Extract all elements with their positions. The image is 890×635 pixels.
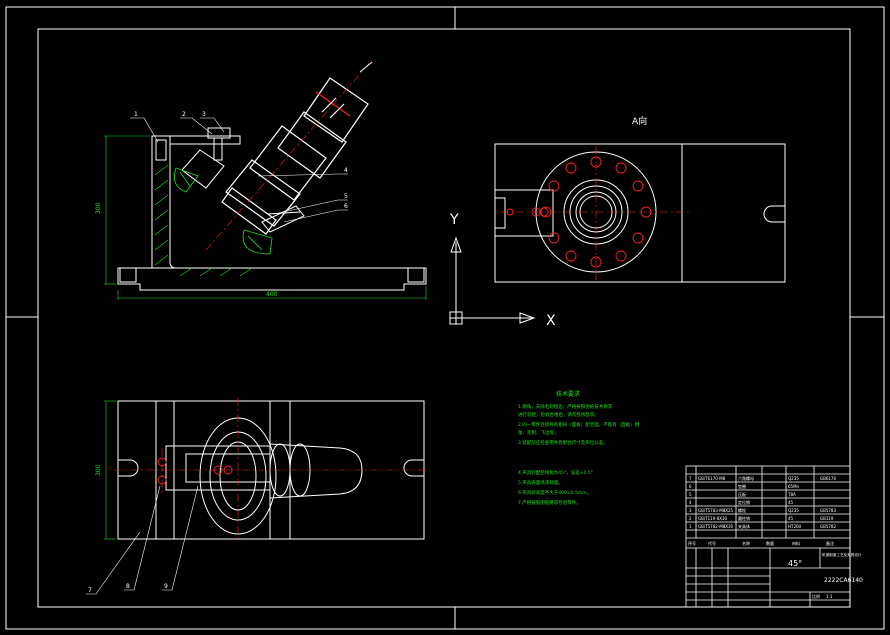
note-line-2: 进行装配，检验合格后，请勿乱拆乱装。 — [518, 411, 599, 418]
header-qty: 数量 — [766, 540, 774, 546]
part-no: 2 — [689, 516, 692, 521]
drawing-frame — [5, 6, 885, 630]
side-hatch — [154, 164, 253, 277]
top-dim-width: 300 — [95, 464, 102, 476]
balloon-7: 7 — [88, 587, 92, 594]
side-dim-height: 300 — [95, 202, 102, 214]
part-material: 45 — [788, 500, 794, 505]
side-inclined-workpiece — [221, 77, 369, 235]
parts-header-row: 序号 代号 名称 数量 材料 备注 — [688, 540, 834, 546]
a-view-centerlines — [500, 146, 690, 280]
axis-x-label: X — [546, 313, 556, 329]
header-code: 代号 — [708, 540, 716, 546]
part-no: 5 — [689, 492, 692, 497]
part-name: 螺栓 — [738, 507, 746, 513]
part-note: GB5782 — [820, 524, 836, 529]
balloon-3: 3 — [202, 111, 206, 118]
ucs-axis-icon — [449, 236, 536, 325]
parts-row: 2 GB/T119-8X30 圆柱销 45 GB119 — [689, 515, 834, 521]
part-material: 45 — [788, 516, 794, 521]
balloon-1: 1 — [134, 111, 138, 118]
balloon-2: 2 — [182, 111, 186, 118]
drawing-title: 45° — [788, 559, 802, 568]
note-line-8: 5.夹具表面喷漆处理。 — [518, 479, 563, 486]
note-line-4: 角、毛刺、飞边等。 — [518, 429, 559, 436]
title-block — [685, 465, 851, 608]
side-view: 300 400 1 2 3 4 5 6 — [95, 59, 427, 300]
note-line-1: 1.倒角，去除毛刺锐边，严格按照图纸技术要求 — [518, 403, 613, 410]
top-view-centerlines — [114, 398, 430, 542]
part-note: GB5783 — [820, 508, 836, 513]
top-view-holes — [157, 457, 233, 485]
scale-label: 比例 — [812, 593, 820, 599]
part-no: 4 — [689, 500, 692, 505]
side-clamp — [181, 127, 305, 233]
header-note: 备注 — [826, 540, 834, 546]
part-material: Q235 — [788, 508, 799, 513]
header-material: 材料 — [792, 540, 800, 546]
part-name: 夹具体 — [738, 523, 750, 529]
balloon-9: 9 — [164, 583, 168, 590]
parts-row: 5 压板 T8A — [689, 491, 796, 497]
balloon-5: 5 — [344, 193, 348, 200]
part-code: GB/T5782-M8X30 — [698, 524, 734, 529]
side-dim-width: 400 — [266, 291, 278, 298]
note-line-3: 2.同一零件连接件有相同（面板）配合面，不能有（面板）倒 — [518, 421, 640, 428]
technical-notes: 技术要求 1.倒角，去除毛刺锐边，严格按照图纸技术要求 进行装配，检验合格后，请… — [518, 390, 640, 506]
drawing-code: 2222CA6140 — [824, 577, 863, 584]
part-no: 6 — [689, 484, 692, 489]
part-no: 7 — [689, 476, 692, 481]
part-material: 65Mn — [788, 484, 800, 489]
side-centerlines — [205, 59, 373, 251]
top-view: 300 7 8 9 — [86, 398, 430, 595]
parts-row: 1 GB/T5782-M8X30 夹具体 HT200 GB5782 — [689, 523, 836, 529]
part-code: GB/T119-8X30 — [698, 516, 728, 521]
axis-y-label: Y — [449, 212, 459, 228]
view-a-arrow — [359, 61, 373, 73]
a-view-outline — [494, 143, 786, 283]
side-section-hatch — [173, 167, 273, 255]
part-no: 1 — [689, 524, 692, 529]
balloon-4: 4 — [344, 167, 348, 174]
part-code: GB/T5783-M8X25 — [698, 508, 734, 513]
part-note: GB119 — [820, 516, 834, 521]
notes-title: 技术要求 — [556, 390, 580, 398]
side-upright — [151, 135, 241, 269]
side-leaders — [130, 117, 348, 223]
part-name: 垫圈 — [738, 483, 746, 489]
part-no: 3 — [689, 508, 692, 513]
part-name: 圆柱销 — [738, 515, 750, 521]
note-line-5: 3.装配前应检查零件各配合尺寸及形位公差。 — [518, 439, 608, 446]
note-line-10: 7.严格按照图纸要求检验零件。 — [518, 499, 581, 506]
part-name: 压板 — [738, 491, 746, 497]
side-base-plate — [117, 267, 427, 291]
header-name: 名称 — [742, 540, 750, 546]
balloon-8: 8 — [126, 583, 130, 590]
note-line-7: 4.夹具装配后倾角为45°，误差±0.5° — [518, 469, 593, 476]
top-view-flange — [199, 417, 363, 535]
parts-row: 6 垫圈 65Mn — [689, 483, 800, 489]
scale-value: 1:1 — [826, 594, 833, 599]
part-material: HT200 — [788, 524, 802, 529]
balloon-6: 6 — [344, 203, 348, 210]
organization-name: 机械制造工艺及夹具设计 — [822, 552, 862, 557]
note-line-9: 6.夹具总高度不大于400±0.5mm。 — [518, 489, 591, 496]
header-no: 序号 — [688, 540, 696, 546]
part-material: Q235 — [788, 476, 799, 481]
part-name: 六角螺母 — [738, 475, 754, 481]
parts-row: 7 GB/T6170-M8 六角螺母 Q235 GB6170 — [689, 475, 836, 481]
top-view-leaders — [86, 485, 199, 595]
part-name: 定位销 — [738, 499, 750, 505]
part-material: T8A — [787, 492, 796, 497]
parts-list: 7 GB/T6170-M8 六角螺母 Q235 GB6170 6 垫圈 65Mn… — [688, 475, 836, 546]
top-view-dimensions — [104, 400, 116, 540]
direction-a-view: A向 — [494, 115, 786, 283]
parts-row: 4 定位销 45 — [689, 499, 794, 505]
parts-row: 3 GB/T5783-M8X25 螺栓 Q235 GB5783 — [689, 507, 836, 513]
side-dimensions — [104, 135, 427, 300]
part-note: GB6170 — [820, 476, 836, 481]
direction-a-title: A向 — [632, 115, 647, 127]
part-code: GB/T6170-M8 — [698, 476, 726, 481]
